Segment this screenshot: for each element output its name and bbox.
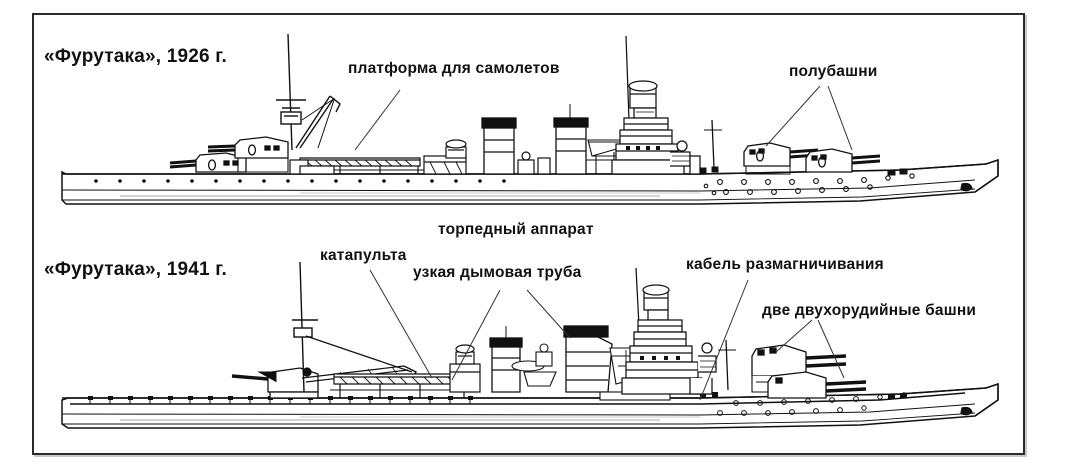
callout-aircraft-platform: платформа для самолетов	[348, 60, 560, 77]
callout-torpedo-tube: торпедный аппарат	[438, 221, 594, 238]
callout-half-turrets: полубашни	[789, 63, 878, 80]
callout-twin-turrets: две двухорудийные башни	[762, 302, 977, 319]
callout-degaussing-cable: кабель размагничивания	[686, 256, 884, 273]
callout-narrow-funnel: узкая дымовая труба	[413, 264, 582, 281]
ship-1941-title: «Фурутака», 1941 г.	[44, 259, 227, 280]
callout-catapult: катапульта	[320, 247, 407, 264]
ship-1926-title: «Фурутака», 1926 г.	[44, 46, 227, 67]
